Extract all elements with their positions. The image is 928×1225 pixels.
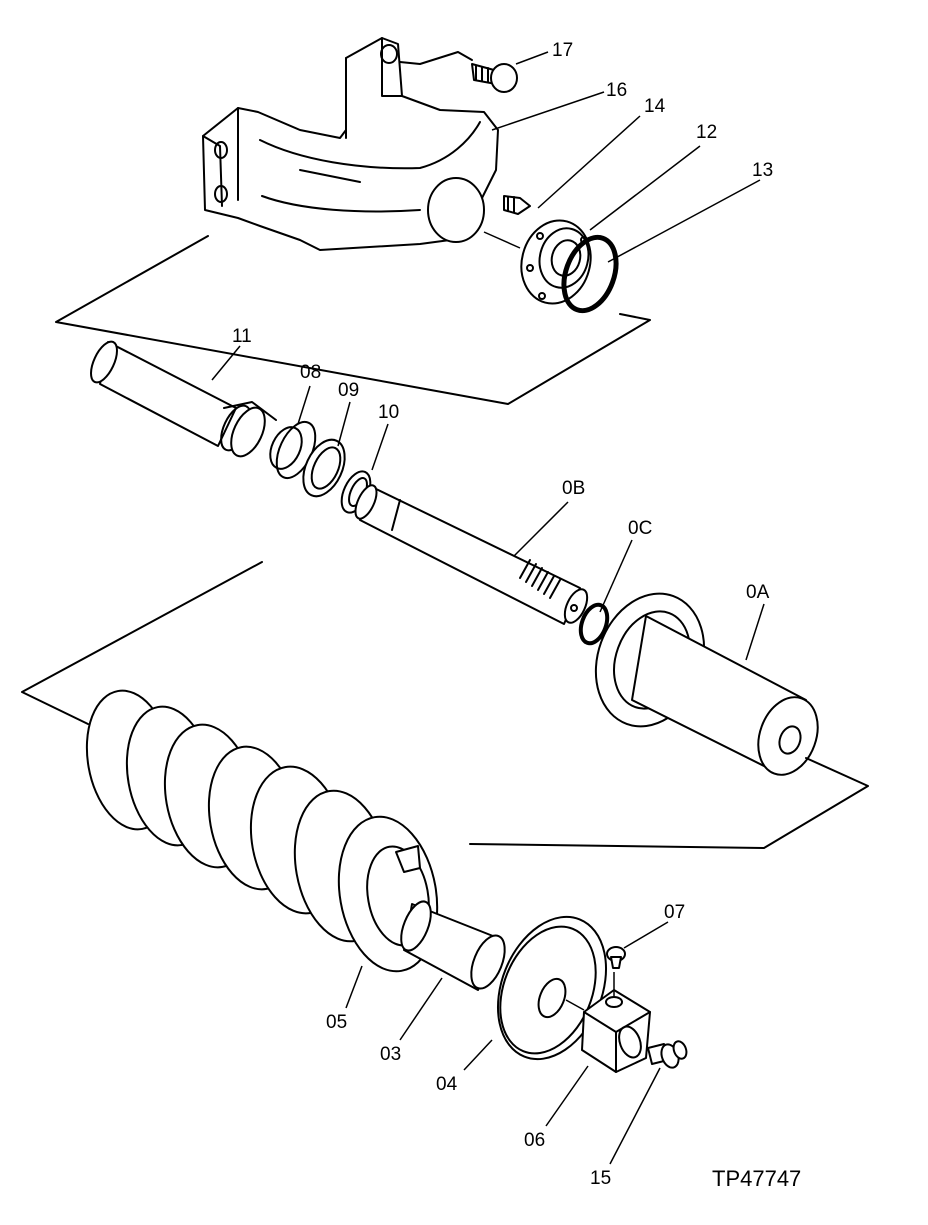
callout-05: 05 xyxy=(326,1012,347,1033)
figure-reference: TP47747 xyxy=(712,1166,801,1191)
callout-06: 06 xyxy=(524,1130,545,1151)
rod-part-11 xyxy=(90,340,277,458)
bolt-part-17 xyxy=(471,63,518,93)
callout-0C: 0C xyxy=(628,518,652,539)
callout-16: 16 xyxy=(606,80,627,101)
assembly-frame-lower xyxy=(21,561,869,849)
callout-08: 08 xyxy=(300,362,321,383)
bolt-part-07 xyxy=(606,946,626,969)
assembly-frame-upper xyxy=(55,235,651,405)
leader-lines xyxy=(211,51,765,1165)
callout-03: 03 xyxy=(380,1044,401,1065)
piston-rod-part-0B xyxy=(354,484,589,625)
seal-part-09 xyxy=(302,438,346,498)
block-part-06 xyxy=(581,972,651,1073)
callout-04: 04 xyxy=(436,1074,458,1095)
callout-11: 11 xyxy=(232,326,252,347)
callout-17: 17 xyxy=(552,40,573,61)
grease-fitting-part-15 xyxy=(647,1040,688,1069)
cylinder-part-0A xyxy=(594,592,819,776)
callout-07: 07 xyxy=(664,902,685,923)
callout-12: 12 xyxy=(696,122,717,143)
screw-part-14 xyxy=(503,195,531,215)
callout-15: 15 xyxy=(590,1168,611,1189)
spring-part-05 xyxy=(85,689,439,973)
ring-part-0C xyxy=(578,602,610,646)
callout-10: 10 xyxy=(378,402,399,423)
o-ring-part-13 xyxy=(561,234,619,314)
callout-14: 14 xyxy=(644,96,666,117)
guide-rod-part-03 xyxy=(400,900,506,991)
callout-09: 09 xyxy=(338,380,359,401)
callout-0A: 0A xyxy=(746,582,770,603)
callout-13: 13 xyxy=(752,160,773,181)
callout-0B: 0B xyxy=(562,478,585,499)
bracket-part-16 xyxy=(202,37,499,251)
flange-part-12 xyxy=(520,219,592,305)
